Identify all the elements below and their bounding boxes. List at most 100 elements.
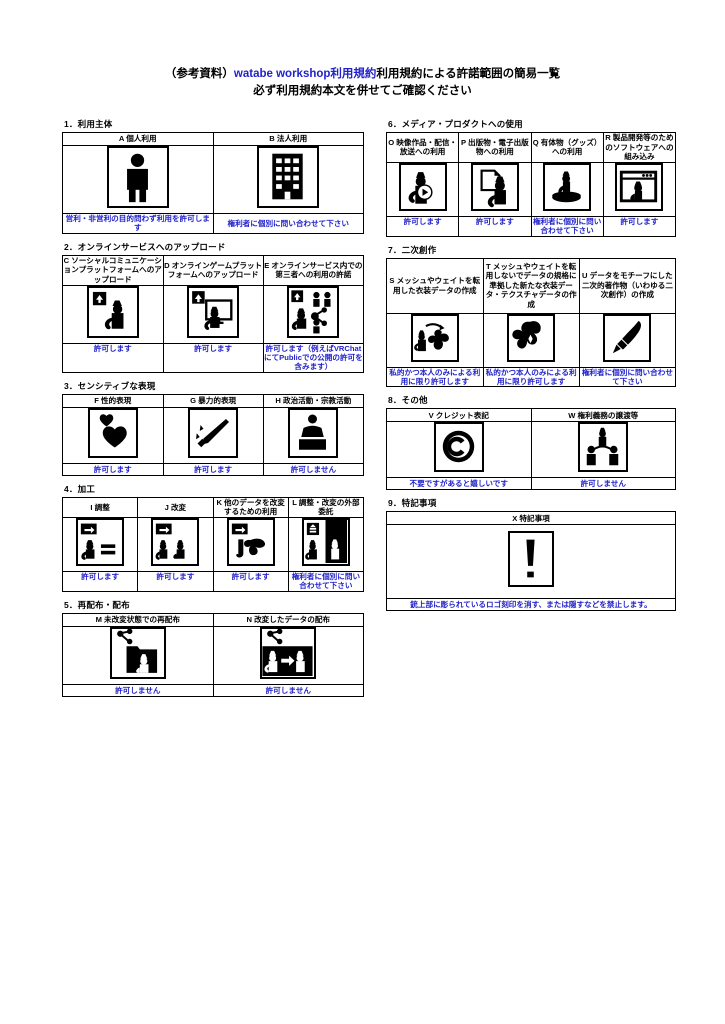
note-A: 営利・非営利の目的問わず利用を許可します (62, 213, 214, 234)
icon-cell-L (287, 517, 365, 572)
table-icon-row (386, 421, 676, 479)
note-U: 権利者に個別に問い合わせて下さい (578, 366, 677, 388)
table-icon-row (62, 625, 364, 685)
icon-cell-A (62, 145, 214, 214)
section-2-table: C ソーシャルコミュニケーションプラットフォームへのアップロード D オンライン… (62, 254, 365, 373)
note-D: 許可します (162, 342, 264, 373)
note-P: 許可します (458, 215, 532, 237)
column-header-W: W 権利義務の譲渡等 (530, 408, 676, 423)
table-icon-row (385, 161, 677, 217)
icon-cell-H (262, 406, 365, 464)
icon-cell-X (386, 524, 676, 600)
section-9: 9．特記事項 X 特記事項 銃上部に彫られているロゴ刻印を消す、または隠すなどを… (386, 497, 676, 612)
note-G: 許可します (162, 462, 264, 476)
right-column: 6．メディア・プロダクトへの使用 O 映像作品・配信・放送への利用 P 出版物・… (385, 118, 677, 618)
paintbrush-icon (603, 313, 652, 362)
note-H: 許可しません (262, 462, 365, 476)
arrow-cat-cat-icon (151, 518, 200, 566)
exclamation-icon (508, 531, 554, 588)
person-icon (106, 146, 169, 208)
section-2-heading: 2．オンラインサービスへのアップロード (64, 241, 226, 252)
section-7-heading: 7．二次創作 (388, 244, 437, 255)
title-line-1: （参考資料）watabe workshop利用規約利用規約による許諾範囲の簡易一… (0, 66, 725, 83)
section-8-table: V クレジット表記 W 権利義務の譲渡等 (386, 408, 676, 491)
section-9-table: X 特記事項 銃上部に彫られているロゴ刻印を消す、または隠すなどを禁止します。 (386, 511, 676, 612)
arrow-cat-ribbon-icon (226, 518, 275, 566)
section-7: 7．二次創作 S メッシュやウェイトを転用した衣装データの作成 T メッシュやウ… (386, 244, 677, 388)
icon-cell-P (458, 161, 532, 217)
handoff-cats-icon (301, 518, 350, 566)
note-S: 私的かつ本人のみによる利用に限り許可します (386, 366, 484, 388)
table-header-row: S メッシュやウェイトを転用した衣装データの作成 T メッシュやウェイトを転用し… (386, 257, 677, 314)
table-icon-row (61, 517, 365, 572)
column-header-J: J 改変 (137, 496, 214, 519)
column-header-B: B 法人利用 (212, 132, 364, 146)
note-J: 許可します (137, 571, 214, 592)
left-column: 1．利用主体 A 個人利用 B 法人利用 営利・非営利の目的 (61, 118, 365, 704)
section-1-heading: 1．利用主体 (64, 119, 113, 129)
section-1: 1．利用主体 A 個人利用 B 法人利用 営利・非営利の目的 (62, 118, 364, 234)
cat-to-cloth-icon (410, 313, 459, 362)
table-note-row: 許可します 許可します 許可します（例えばVRChatにてPublicでの公開の… (62, 342, 365, 373)
section-5-table: M 未改変状態での再配布 N 改変したデータの配布 (62, 612, 364, 697)
icon-cell-S (386, 312, 484, 368)
icon-cell-O (385, 161, 460, 217)
column-header-G: G 暴力的表現 (162, 393, 264, 408)
table-header-row: V クレジット表記 W 権利義務の譲渡等 (386, 408, 676, 423)
table-note-row: 許可します 許可します 許可します 権利者に個別に問い合わせて下さい (61, 571, 365, 592)
title-suffix: 利用規約による許諾範囲の簡易一覧 (376, 68, 561, 80)
note-K: 許可します (212, 571, 289, 592)
table-note-row: 許可しません 許可しません (62, 683, 364, 697)
column-header-H: H 政治活動・宗教活動 (262, 393, 365, 408)
column-header-K: K 他のデータを改変するための利用 (212, 496, 289, 519)
column-header-C: C ソーシャルコミュニケーションプラットフォームへのアップロード (62, 254, 164, 286)
note-X: 銃上部に彫られているロゴ刻印を消す、または隠すなどを禁止します。 (386, 598, 676, 612)
table-header-row: F 性的表現 G 暴力的表現 H 政治活動・宗教活動 (62, 393, 365, 408)
icon-cell-T (482, 312, 580, 368)
column-header-L: L 調整・改変の外部委託 (287, 496, 365, 519)
table-header-row: A 個人利用 B 法人利用 (62, 132, 364, 146)
table-icon-row (386, 312, 677, 368)
column-header-Q: Q 有体物（グッズ）への利用 (530, 132, 604, 163)
note-B: 権利者に個別に問い合わせて下さい (212, 213, 364, 234)
section-1-table: A 個人利用 B 法人利用 営利・非営利の目的問わず利用を許可します 権利者に個… (62, 132, 364, 234)
table-icon-row (386, 524, 676, 600)
figure-stand-cat-icon (543, 162, 592, 211)
icon-cell-J (137, 517, 214, 572)
table-icon-row (62, 284, 365, 344)
column-header-I: I 調整 (61, 496, 139, 519)
note-O: 許可します (385, 215, 460, 237)
column-header-F: F 性的表現 (62, 393, 164, 408)
note-L: 権利者に個別に問い合わせて下さい (287, 571, 365, 592)
section-6: 6．メディア・プロダクトへの使用 O 映像作品・配信・放送への利用 P 出版物・… (385, 118, 677, 237)
column-header-N: N 改変したデータの配布 (212, 612, 364, 627)
arrow-cat-equal-icon (76, 518, 125, 566)
share-modified-cats-icon (260, 626, 317, 679)
column-header-T: T メッシュやウェイトを転用しないでデータの規格に準拠した新たな衣装データ・テク… (482, 257, 580, 314)
icon-cell-W (530, 421, 676, 479)
note-N: 許可しません (212, 683, 364, 697)
cloth-icon (507, 313, 556, 362)
table-note-row: 許可します 許可します 権利者に個別に問い合わせて下さい 許可します (385, 215, 677, 237)
table-header-row: X 特記事項 (386, 511, 676, 526)
note-M: 許可しません (62, 683, 214, 697)
note-V: 不要ですがあると嬉しいです (386, 477, 532, 491)
note-I: 許可します (61, 571, 139, 592)
icon-cell-Q (530, 161, 604, 217)
section-2: 2．オンラインサービスへのアップロード C ソーシャルコミュニケーションプラット… (62, 241, 365, 373)
document-title: （参考資料）watabe workshop利用規約利用規約による許諾範囲の簡易一… (0, 66, 725, 100)
upload-share-people-icon (287, 285, 340, 338)
knife-icon (188, 407, 239, 458)
icon-cell-U (578, 312, 677, 368)
section-4-table: I 調整 J 改変 K 他のデータを改変するための利用 L 調整・改変の外部委託 (61, 496, 365, 592)
section-8: 8．その他 V クレジット表記 W 権利義務の譲渡等 (386, 394, 676, 491)
section-4: 4．加工 I 調整 J 改変 K 他のデータを改変するための利用 L 調整・改変… (61, 483, 365, 592)
upload-monitor-cat-icon (187, 285, 240, 338)
column-header-P: P 出版物・電子出版物への利用 (458, 132, 532, 163)
table-note-row: 許可します 許可します 許可しません (62, 462, 365, 476)
note-E: 許可します（例えばVRChatにてPublicでの公開の許可を含みます） (262, 342, 365, 373)
icon-cell-G (162, 406, 264, 464)
icon-cell-C (62, 284, 164, 344)
section-7-table: S メッシュやウェイトを転用した衣装データの作成 T メッシュやウェイトを転用し… (386, 257, 677, 388)
table-note-row: 私的かつ本人のみによる利用に限り許可します 私的かつ本人のみによる利用に限り許可… (386, 366, 677, 388)
